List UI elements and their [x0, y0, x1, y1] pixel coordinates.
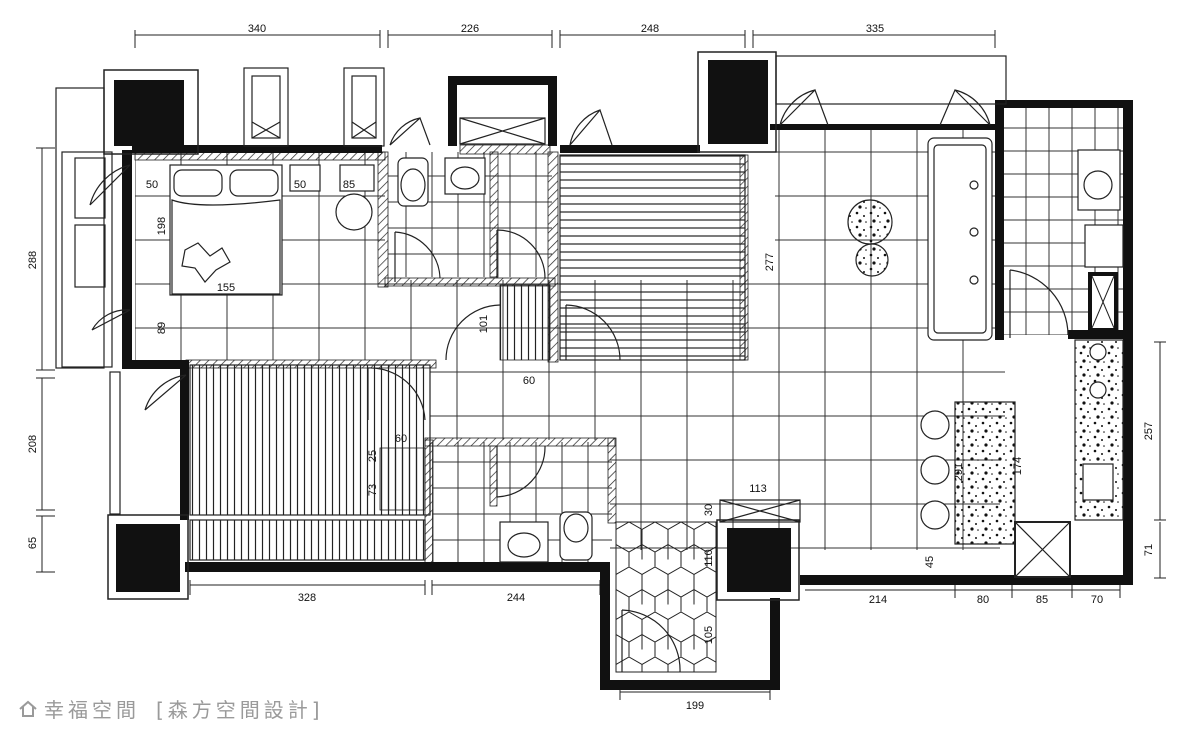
dim-bottom-4: 80 [977, 594, 989, 606]
dim-bed-left: 50 [146, 179, 158, 191]
wardrobe-strip [189, 519, 426, 561]
dim-pillar-side: 30 [703, 504, 715, 516]
dim-wardrobe-depth: 25 [367, 450, 379, 462]
dim-right-1: 257 [1143, 422, 1155, 440]
dim-lower-bath: 105 [703, 626, 715, 644]
dim-left-3: 65 [27, 537, 39, 549]
dim-bottom-2: 244 [507, 592, 525, 604]
watermark-designer: [森方空間設計] [156, 698, 324, 722]
dim-right-2: 71 [1143, 544, 1155, 556]
dim-closet: 89 [156, 322, 168, 334]
kitchen-island [920, 149, 1124, 578]
sofa [927, 137, 993, 341]
partition-walls [134, 144, 749, 566]
dim-bottom-1: 328 [298, 592, 316, 604]
watermark: 幸福空間 [森方空間設計] [18, 694, 324, 723]
dimension-lines [36, 30, 1166, 700]
dim-left-1: 288 [27, 251, 39, 269]
dim-top-3: 248 [641, 23, 659, 35]
window-boxes [55, 55, 1007, 523]
house-logo-icon [19, 700, 37, 717]
dim-hall: 101 [478, 315, 490, 333]
dim-left-2: 208 [27, 435, 39, 453]
dim-bed-right: 85 [343, 179, 355, 191]
dim-counter: 45 [924, 556, 936, 568]
watermark-brand: 幸福空間 [44, 698, 140, 722]
bathroom-fixtures [397, 157, 593, 563]
dim-bottom-3: 214 [869, 594, 887, 606]
dim-island-right: 174 [1012, 457, 1024, 475]
dim-bottom-6: 70 [1091, 594, 1103, 606]
dim-island: 291 [953, 463, 965, 481]
dim-pillar-depth: 110 [703, 549, 715, 567]
dim-wardrobe: 60 [395, 433, 407, 445]
entry-hex-floor [615, 521, 717, 673]
dim-wardrobe-side: 73 [367, 484, 379, 496]
side-tables [847, 199, 893, 277]
exterior-walls [122, 76, 1133, 690]
dim-study: 277 [764, 253, 776, 271]
dim-bed-width: 155 [217, 282, 235, 294]
structural-columns [103, 51, 1118, 601]
dim-hall-width: 60 [523, 375, 535, 387]
dim-top-4: 335 [866, 23, 884, 35]
dim-bottom-5: 85 [1036, 594, 1048, 606]
dim-pillar-top: 113 [749, 483, 767, 495]
door-swings [89, 88, 1069, 673]
dim-bed-mid: 50 [294, 179, 306, 191]
dim-top-1: 340 [248, 23, 266, 35]
dim-top-2: 226 [461, 23, 479, 35]
dim-bottom-7: 199 [686, 700, 704, 712]
dim-bed-depth: 198 [156, 217, 168, 235]
study-room-floor [559, 154, 746, 361]
double-bed [169, 164, 375, 296]
